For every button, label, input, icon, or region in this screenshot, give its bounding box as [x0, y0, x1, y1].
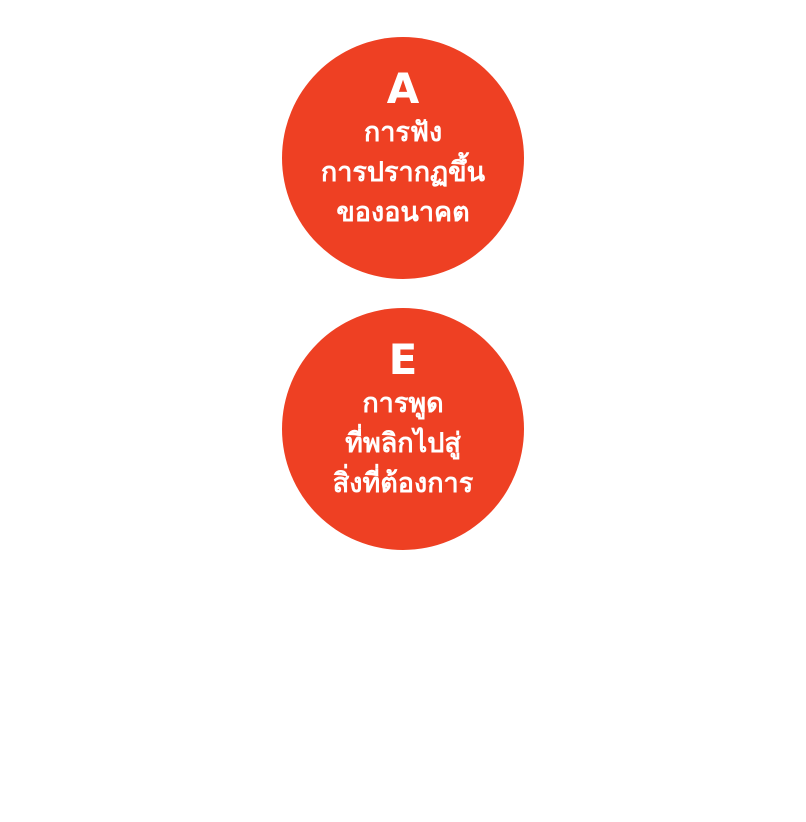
circle-e-letter: E [388, 335, 418, 384]
circle-e: E การพูด ที่พลิกไปสู่ สิ่งที่ต้องการ [282, 308, 524, 550]
circle-a-line-3: ของอนาคต [336, 197, 470, 228]
circle-e-line-2: ที่พลิกไปสู่ [345, 428, 461, 459]
circle-a-line-1: การฟัง [363, 117, 443, 148]
circle-a-line-2: การปรากฏขึ้น [320, 157, 486, 188]
circle-e-line-3: สิ่งที่ต้องการ [332, 468, 474, 499]
circle-a-letter: A [386, 64, 420, 113]
circle-e-line-1: การพูด [362, 388, 444, 419]
circle-a: A การฟัง การปรากฏขึ้น ของอนาคต [282, 37, 524, 279]
